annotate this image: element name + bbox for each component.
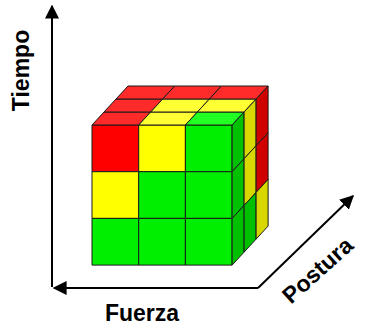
front-cell (139, 172, 186, 219)
front-cell (185, 172, 232, 219)
front-cell (92, 172, 139, 219)
axis-label: Tiempo (11, 29, 34, 110)
force-axis (54, 287, 258, 289)
axis-label: Postura (278, 233, 357, 307)
cube (92, 86, 268, 265)
front-cell (92, 125, 139, 172)
front-cell (92, 218, 139, 265)
front-cell (185, 125, 232, 172)
side-cell (256, 179, 268, 239)
side-cell (244, 192, 256, 252)
side-cell (232, 205, 244, 265)
front-cell (139, 125, 186, 172)
front-cell (185, 218, 232, 265)
front-cell (139, 218, 186, 265)
axis-label: Fuerza (105, 302, 179, 325)
time-axis (51, 6, 53, 287)
